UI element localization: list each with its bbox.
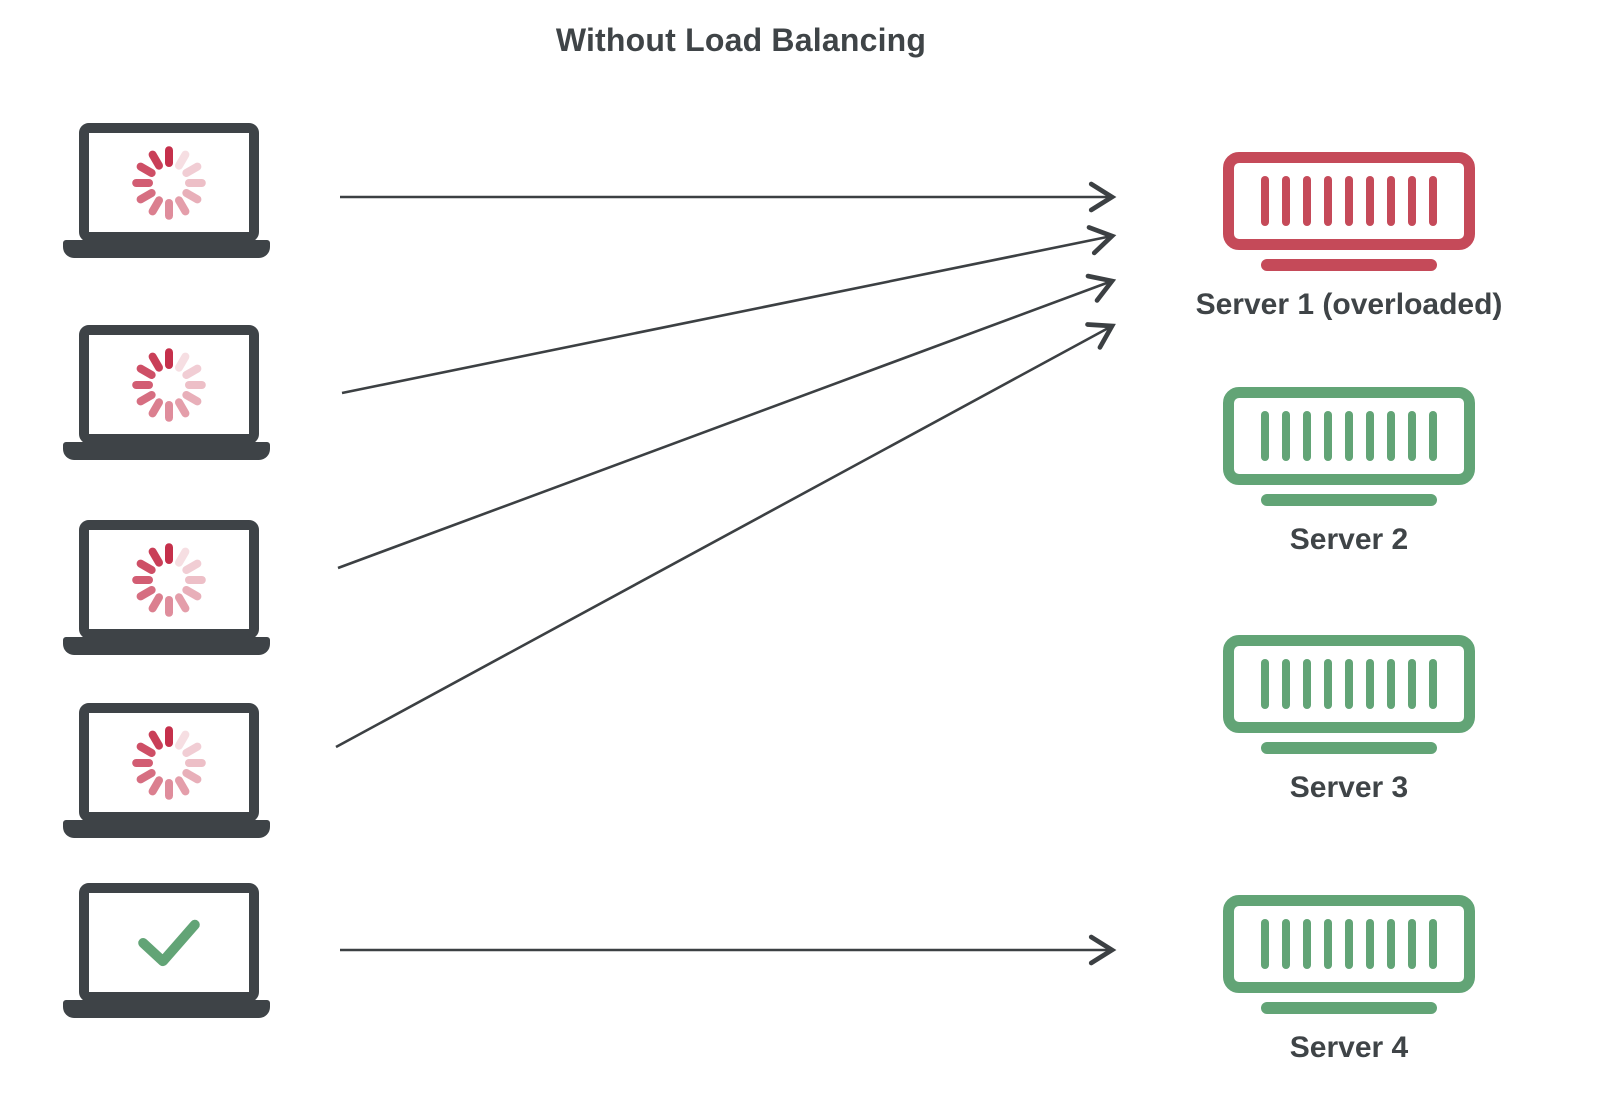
server-vent-tick: [1429, 411, 1437, 461]
client-laptop-2: [63, 325, 270, 462]
loading-spinner-icon: [132, 542, 206, 617]
server-label: Server 3: [1289, 771, 1409, 804]
server-vent-tick: [1282, 411, 1290, 461]
loading-spinner-icon: [132, 347, 206, 422]
server-vent-tick: [1324, 411, 1332, 461]
diagram-title: Without Load Balancing: [555, 22, 927, 58]
server-vent-tick: [1282, 659, 1290, 709]
server-vent-tick: [1429, 659, 1437, 709]
server-vent-tick: [1366, 659, 1374, 709]
server-vent-tick: [1345, 919, 1353, 969]
client-laptop-4: [63, 703, 270, 840]
server-icon: [1223, 152, 1475, 250]
request-arrow-client-3-to-server-1: [337, 273, 1117, 570]
server-vent-tick: [1366, 411, 1374, 461]
server-icon: [1223, 387, 1475, 485]
server-vent-tick: [1324, 176, 1332, 226]
laptop-screen: [79, 883, 259, 1002]
server-vent-tick: [1387, 176, 1395, 226]
laptop-screen: [79, 123, 259, 242]
server-vent-tick: [1408, 919, 1416, 969]
server-vent-tick: [1324, 919, 1332, 969]
server-label: Server 1 (overloaded): [1195, 288, 1503, 321]
server-vent-tick: [1408, 659, 1416, 709]
request-arrow-client-2-to-server-1: [341, 225, 1117, 395]
server-vent-tick: [1387, 411, 1395, 461]
server-label: Server 2: [1289, 523, 1409, 556]
server-vent-tick: [1345, 411, 1353, 461]
client-laptop-5: [63, 883, 270, 1020]
request-arrow-client-4-to-server-1: [335, 322, 1116, 749]
server-icon: [1223, 635, 1475, 733]
server-icon: [1223, 895, 1475, 993]
server-label: Server 4: [1289, 1031, 1409, 1064]
server-vent-tick: [1408, 411, 1416, 461]
laptop-base: [63, 240, 270, 258]
loading-spinner-icon: [132, 725, 206, 800]
server-base: [1261, 259, 1437, 271]
server-vent-tick: [1366, 919, 1374, 969]
server-vent-tick: [1408, 176, 1416, 226]
client-laptop-3: [63, 520, 270, 657]
server-vent-tick: [1282, 919, 1290, 969]
server-vent-tick: [1261, 411, 1269, 461]
server-vent-tick: [1324, 659, 1332, 709]
server-vent-tick: [1429, 176, 1437, 226]
laptop-base: [63, 637, 270, 655]
server-vent-tick: [1282, 176, 1290, 226]
server-base: [1261, 742, 1437, 754]
laptop-base: [63, 442, 270, 460]
laptop-screen: [79, 520, 259, 639]
laptop-screen: [79, 325, 259, 444]
server-3: Server 3: [1223, 635, 1475, 805]
server-vent-tick: [1303, 919, 1311, 969]
server-vent-tick: [1261, 659, 1269, 709]
server-4: Server 4: [1223, 895, 1475, 1065]
laptop-screen: [79, 703, 259, 822]
server-vent-tick: [1303, 176, 1311, 226]
client-laptop-1: [63, 123, 270, 260]
server-vent-tick: [1303, 411, 1311, 461]
server-vent-tick: [1261, 919, 1269, 969]
loading-spinner-icon: [132, 145, 206, 220]
check-icon: [138, 919, 200, 966]
server-vent-tick: [1345, 176, 1353, 226]
server-vent-tick: [1261, 176, 1269, 226]
server-vent-tick: [1387, 919, 1395, 969]
server-vent-tick: [1387, 659, 1395, 709]
server-vent-tick: [1345, 659, 1353, 709]
laptop-base: [63, 1000, 270, 1018]
server-vent-tick: [1303, 659, 1311, 709]
laptop-base: [63, 820, 270, 838]
server-2: Server 2: [1223, 387, 1475, 557]
server-1: Server 1 (overloaded): [1196, 152, 1502, 322]
server-vent-tick: [1366, 176, 1374, 226]
server-vent-tick: [1429, 919, 1437, 969]
server-base: [1261, 1002, 1437, 1014]
server-base: [1261, 494, 1437, 506]
